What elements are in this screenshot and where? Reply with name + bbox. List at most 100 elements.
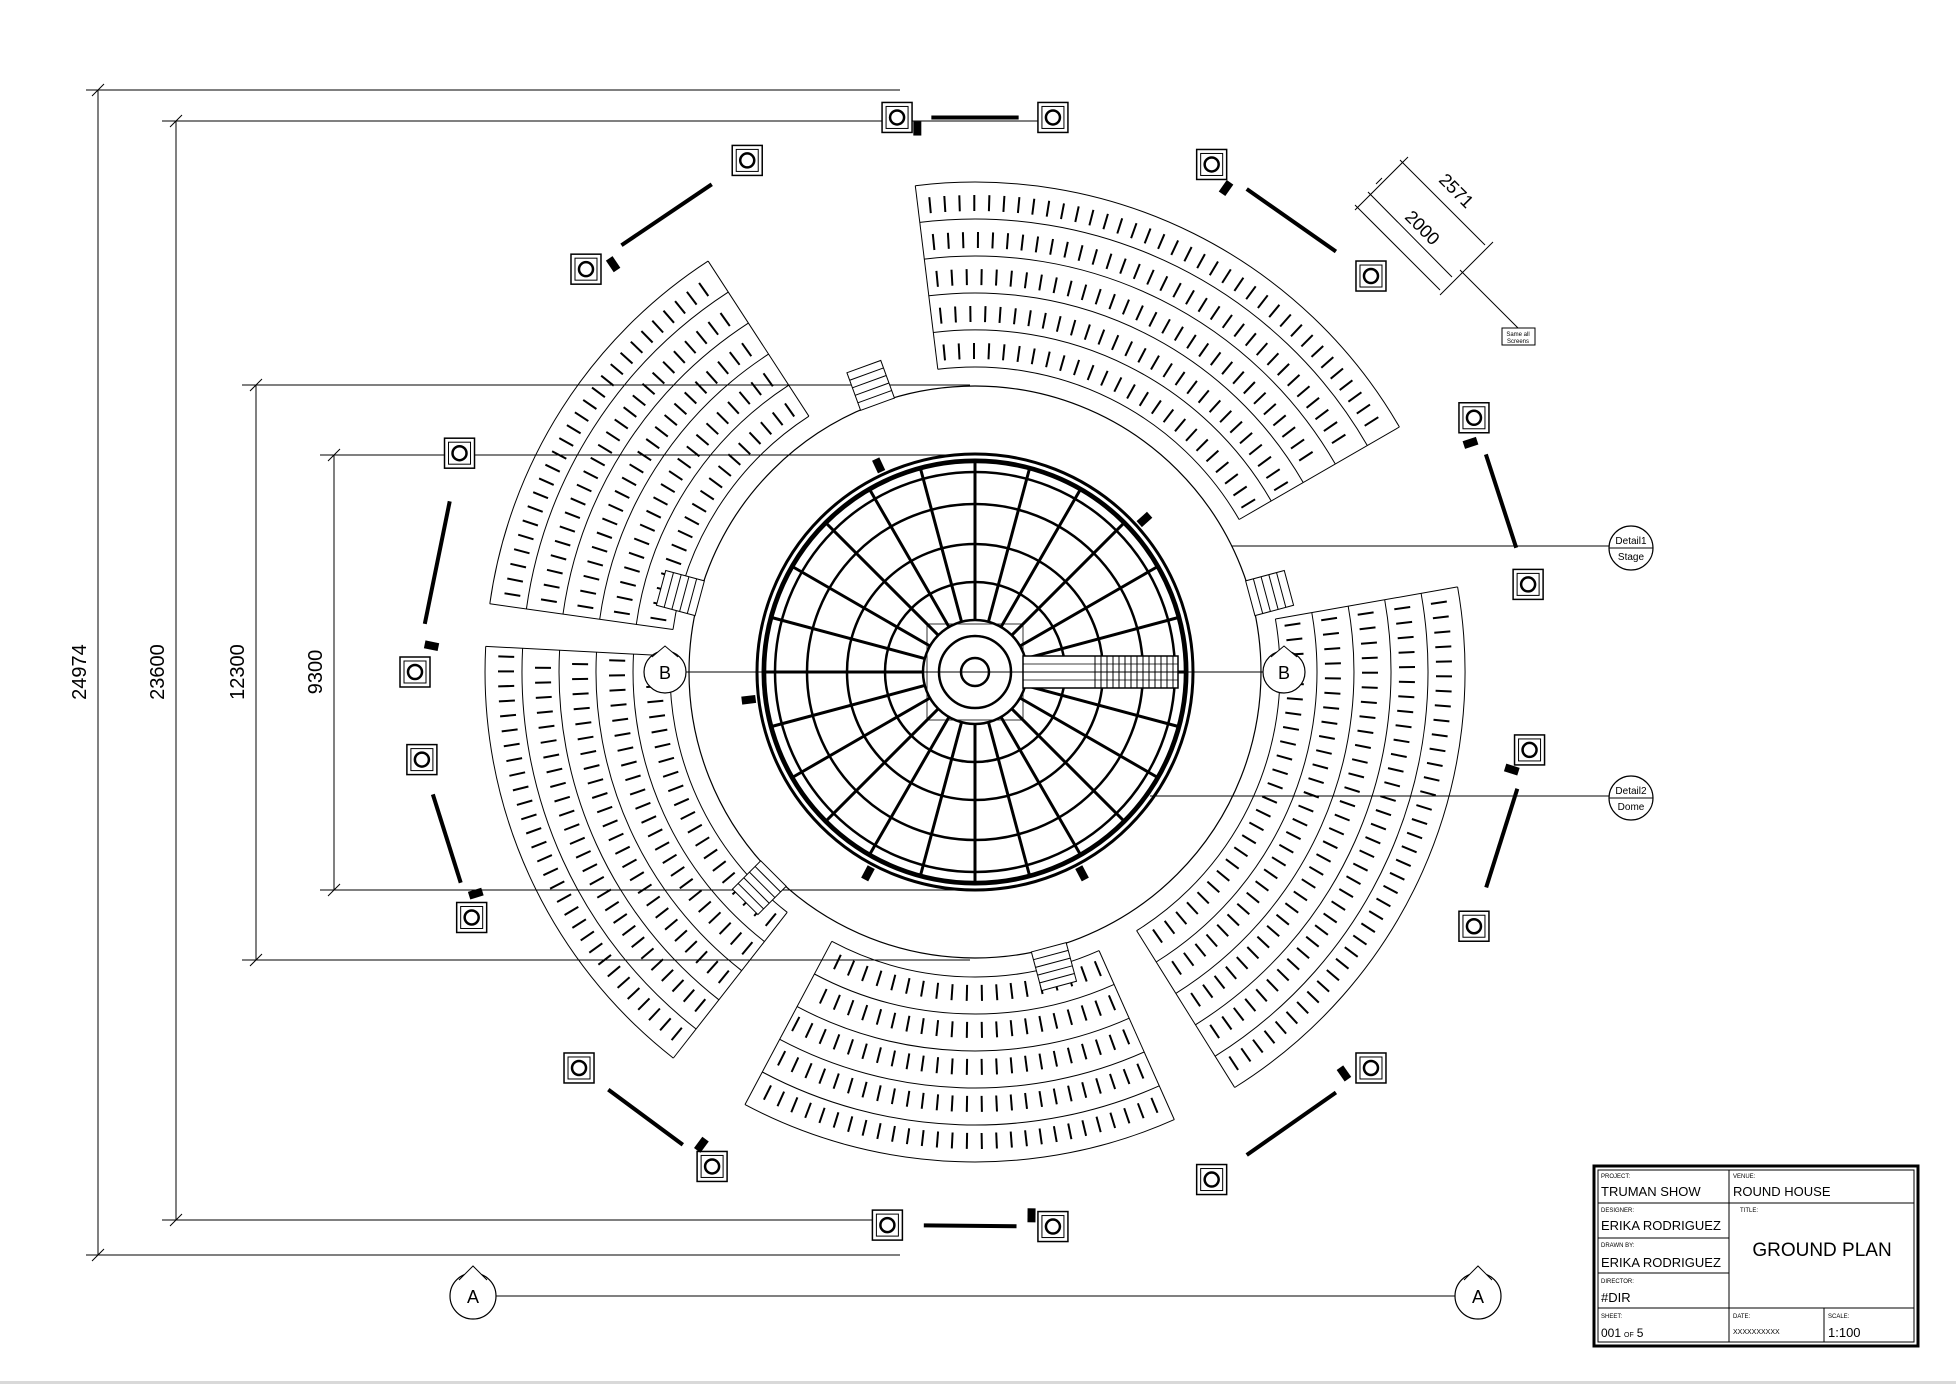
seat xyxy=(614,845,631,855)
seat xyxy=(546,568,563,575)
speaker-icon xyxy=(1503,763,1520,776)
section-edge xyxy=(1098,950,1175,1120)
square-column-icon xyxy=(570,253,602,285)
seat xyxy=(1113,376,1123,393)
tb-designer-label: DESIGNER: xyxy=(1601,1208,1634,1214)
seat xyxy=(846,960,856,976)
seat xyxy=(762,372,774,387)
seat xyxy=(612,717,629,722)
seat xyxy=(684,340,697,354)
seat xyxy=(546,767,563,774)
screen xyxy=(607,1088,685,1147)
seat xyxy=(622,858,637,869)
seat xyxy=(818,1068,827,1084)
seat xyxy=(1351,758,1368,764)
seat xyxy=(1274,1020,1287,1035)
seat xyxy=(674,929,688,942)
seat xyxy=(706,960,719,974)
seat xyxy=(1236,902,1250,916)
seat xyxy=(946,232,950,249)
seat xyxy=(738,442,751,455)
seat xyxy=(1148,311,1158,327)
seat xyxy=(536,854,553,863)
seat xyxy=(1393,738,1410,744)
seat xyxy=(1174,371,1186,386)
seat xyxy=(717,360,729,375)
seat xyxy=(1196,891,1210,905)
seat xyxy=(935,1131,940,1148)
seat xyxy=(613,610,630,616)
screen xyxy=(1245,1090,1338,1157)
dome-rib xyxy=(1010,521,1126,637)
seat xyxy=(861,1119,868,1136)
seat xyxy=(1397,709,1414,714)
seat xyxy=(718,922,732,935)
seat xyxy=(695,330,708,345)
seat xyxy=(1221,1015,1233,1031)
seat xyxy=(1387,767,1404,773)
seat xyxy=(1426,761,1443,767)
seat xyxy=(1208,260,1219,276)
tb-title: GROUND PLAN xyxy=(1752,1240,1891,1261)
dome-rib xyxy=(769,615,926,660)
seat xyxy=(1186,380,1198,395)
seat xyxy=(1136,1102,1145,1119)
seat xyxy=(920,980,925,997)
seat xyxy=(995,1058,998,1075)
seat xyxy=(503,742,520,748)
seat xyxy=(1265,468,1281,479)
square-column-icon xyxy=(455,901,488,934)
square-column-icon xyxy=(1513,734,1546,766)
seat xyxy=(935,1057,940,1074)
seat-row-arc xyxy=(1234,586,1466,1088)
seat xyxy=(1067,1085,1073,1102)
seat xyxy=(1390,752,1407,758)
seat xyxy=(564,511,581,520)
seat xyxy=(1150,355,1160,370)
seat xyxy=(1213,975,1226,990)
square-column-icon xyxy=(881,101,913,134)
seat xyxy=(596,888,612,899)
seat xyxy=(875,970,883,987)
seat xyxy=(875,1008,883,1025)
seat xyxy=(1305,397,1320,409)
screen xyxy=(1483,453,1519,549)
seat xyxy=(1395,724,1412,729)
seat xyxy=(1163,920,1176,935)
dome-rib xyxy=(987,721,1032,878)
seat xyxy=(650,616,667,622)
seat xyxy=(1263,1030,1276,1044)
section-marker-b-right: B xyxy=(1262,645,1306,694)
seat xyxy=(1285,711,1302,716)
seat xyxy=(695,950,708,964)
seat xyxy=(1005,233,1010,250)
seat xyxy=(597,443,613,454)
seat xyxy=(1316,980,1330,993)
seat xyxy=(663,414,678,426)
seat xyxy=(1216,924,1229,937)
seat xyxy=(1240,498,1256,509)
seat xyxy=(498,655,515,658)
seat xyxy=(991,232,995,249)
seat xyxy=(1272,414,1287,427)
seat xyxy=(741,342,753,357)
seat xyxy=(1293,890,1308,902)
tb-venue: ROUND HOUSE xyxy=(1733,1184,1831,1199)
seat xyxy=(760,421,773,435)
seat xyxy=(542,867,559,877)
seat xyxy=(1281,426,1296,438)
seat xyxy=(776,1091,786,1107)
seat xyxy=(1380,795,1396,802)
seat xyxy=(920,1055,925,1072)
seat xyxy=(582,863,598,873)
dome-rib xyxy=(1024,684,1181,729)
seat xyxy=(961,232,965,249)
seat xyxy=(1368,910,1384,921)
seat xyxy=(1398,651,1415,654)
seat xyxy=(1339,800,1356,808)
seat xyxy=(764,912,777,927)
seat xyxy=(995,1021,999,1038)
seat xyxy=(665,557,682,566)
seat xyxy=(658,756,675,764)
seat xyxy=(1225,966,1237,980)
